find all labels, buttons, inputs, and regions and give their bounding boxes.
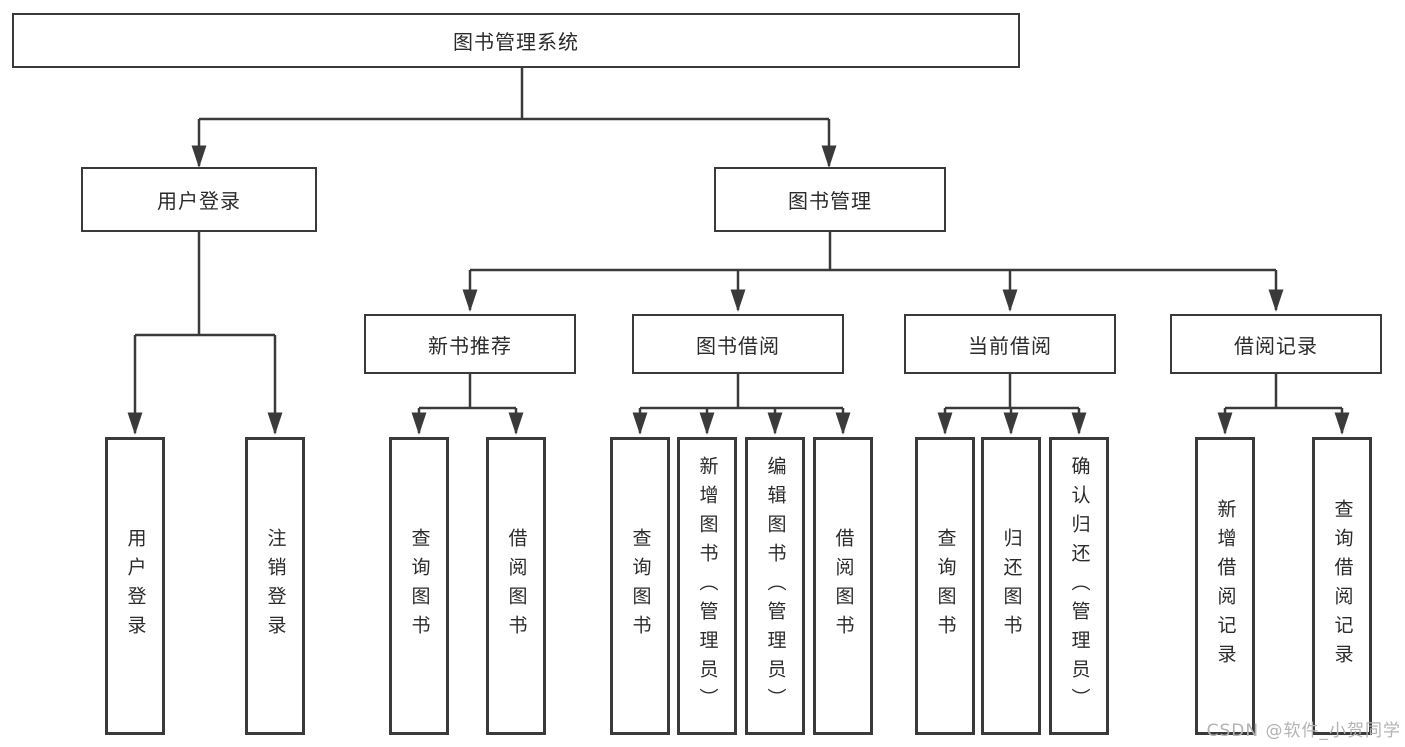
leaf-logout: 注销登录 [245,437,305,735]
leaf-return-book: 归还图书 [981,437,1041,735]
leaf-borrow-books-borrowing: 借阅图书 [813,437,873,735]
node-library-management-system: 图书管理系统 [12,13,1020,68]
node-borrowing-records: 借阅记录 [1170,314,1382,374]
node-user-login: 用户登录 [81,167,317,232]
leaf-query-borrow-record: 查询借阅记录 [1312,437,1372,735]
leaf-confirm-return-admin: 确认归还（管理员） [1049,437,1109,735]
leaf-add-borrow-record: 新增借阅记录 [1195,437,1255,735]
leaf-borrow-books-recommend: 借阅图书 [486,437,546,735]
node-new-book-recommend: 新书推荐 [364,314,576,374]
leaf-query-books-borrowing: 查询图书 [610,437,670,735]
leaf-query-books-current: 查询图书 [915,437,975,735]
node-book-management: 图书管理 [714,167,946,232]
connector-group [127,68,1350,435]
leaf-user-login: 用户登录 [105,437,165,735]
leaf-edit-book-admin: 编辑图书（管理员） [745,437,805,735]
leaf-query-books-recommend: 查询图书 [389,437,449,735]
node-current-borrowing: 当前借阅 [904,314,1116,374]
node-book-borrowing: 图书借阅 [632,314,844,374]
leaf-add-book-admin: 新增图书（管理员） [677,437,737,735]
watermark-text: CSDN @软件_小贺同学 [1206,721,1401,741]
